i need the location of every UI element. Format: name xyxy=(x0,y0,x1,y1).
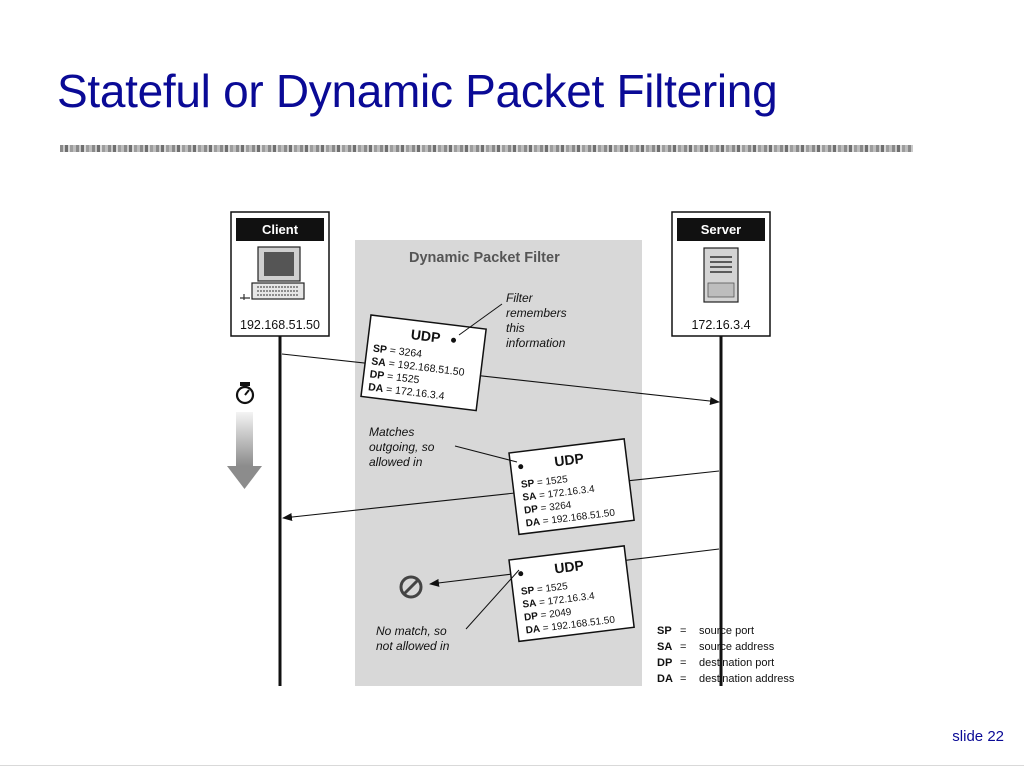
server-ip: 172.16.3.4 xyxy=(691,318,750,332)
prohibited-icon xyxy=(399,575,423,599)
legend-value: source address xyxy=(699,641,775,653)
packet-field-key: DP xyxy=(369,368,385,382)
packet-field-key: DP xyxy=(524,611,539,624)
svg-text:SP = 1525: SP = 1525 xyxy=(520,474,568,491)
packet-field-key: SA xyxy=(371,355,387,369)
packet-card-outgoing: UDP SP = 3264 SA = 192.168.51.50 DP = 15… xyxy=(360,314,487,412)
packet-field-key: SP xyxy=(372,343,387,357)
slide-number: slide 22 xyxy=(952,728,1004,745)
server-box: Server 172.16.3.4 xyxy=(671,211,771,337)
packet-field-value: 1525 xyxy=(545,581,569,595)
legend-equals: = xyxy=(680,673,686,685)
packet-field-key: SP xyxy=(520,478,535,491)
svg-text:DP = 2049: DP = 2049 xyxy=(524,607,573,624)
packet-card-blocked: UDP SP = 1525 SA = 172.16.3.4 DP = 2049 … xyxy=(508,545,635,643)
svg-text:DP = 3264: DP = 3264 xyxy=(524,500,573,517)
packet-field-key: DA xyxy=(525,517,541,530)
legend-value: destination address xyxy=(699,673,795,685)
packet-field-key: SA xyxy=(522,491,537,504)
client-label: Client xyxy=(262,222,299,237)
allowed-reply-arrow xyxy=(282,470,720,522)
packet-field-value: 1525 xyxy=(395,372,420,387)
svg-text:SP = 1525: SP = 1525 xyxy=(520,581,568,598)
packet-card-allowed-reply: UDP SP = 1525 SA = 172.16.3.4 DP = 3264 … xyxy=(508,438,635,536)
legend-key: DP xyxy=(657,657,672,669)
title-divider xyxy=(60,145,913,152)
leader-line-nomatch xyxy=(465,569,520,630)
svg-text:SP = 3264: SP = 3264 xyxy=(372,343,423,361)
slide-title: Stateful or Dynamic Packet Filtering xyxy=(57,65,778,117)
outgoing-request-arrow xyxy=(281,353,720,405)
leader-line-remember xyxy=(458,303,503,336)
packet-field-key: SA xyxy=(522,598,537,611)
packet-protocol: UDP xyxy=(553,557,584,576)
svg-text:DP = 1525: DP = 1525 xyxy=(369,368,420,386)
filter-zone-label: Dynamic Packet Filter xyxy=(409,250,560,266)
legend-equals: = xyxy=(680,657,686,669)
packet-field-value: 1525 xyxy=(545,474,569,488)
legend-equals: = xyxy=(680,625,686,637)
down-arrow-icon xyxy=(227,412,262,489)
packet-protocol: UDP xyxy=(410,326,441,345)
packet-field-key: SP xyxy=(520,585,535,598)
legend-key: DA xyxy=(657,673,673,685)
packet-field-key: DA xyxy=(367,381,384,395)
server-tower-icon xyxy=(703,247,739,303)
annotation-filter-remembers: Filter remembers this information xyxy=(506,291,570,350)
computer-icon xyxy=(240,246,305,300)
packet-protocol: UDP xyxy=(553,450,584,469)
leader-line-matches xyxy=(454,445,518,463)
packet-field-value: 2049 xyxy=(549,607,573,621)
legend-key: SP xyxy=(657,625,672,637)
client-ip: 192.168.51.50 xyxy=(240,318,320,332)
packet-field-value: 3264 xyxy=(549,500,573,514)
stopwatch-icon xyxy=(235,382,255,405)
client-box: Client 192.168.51.50 xyxy=(230,211,330,337)
legend-value: destination port xyxy=(699,657,774,669)
legend-value: source port xyxy=(699,625,754,637)
server-label: Server xyxy=(701,222,741,237)
legend-key: SA xyxy=(657,641,672,653)
packet-field-key: DA xyxy=(525,624,541,637)
annotation-no-match: No match, so not allowed in xyxy=(376,624,450,653)
abbreviation-legend: SP = source port SA = source address DP … xyxy=(657,625,795,685)
footer-divider xyxy=(0,765,1024,766)
packet-field-value: 3264 xyxy=(398,346,423,361)
annotation-matches-outgoing: Matches outgoing, so allowed in xyxy=(369,425,438,469)
legend-equals: = xyxy=(680,641,686,653)
packet-field-key: DP xyxy=(524,504,539,517)
